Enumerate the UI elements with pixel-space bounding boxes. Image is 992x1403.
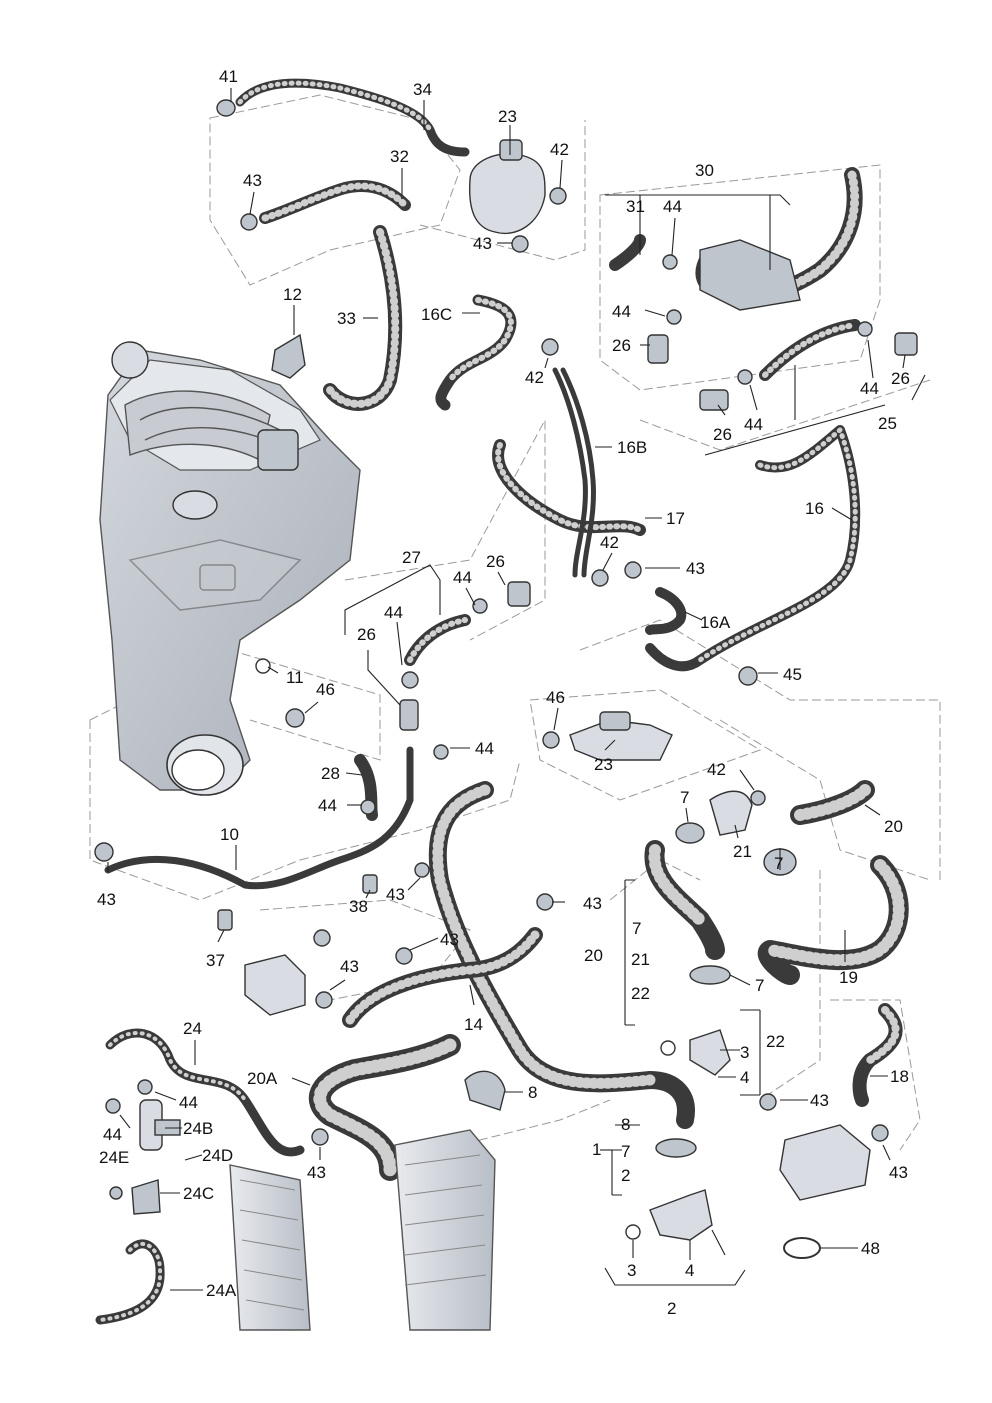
callout-20: 20 [584, 946, 603, 965]
callout-10: 10 [220, 825, 239, 844]
callout-43: 43 [97, 890, 116, 909]
callout-31: 31 [626, 197, 645, 216]
callout-44: 44 [744, 415, 763, 434]
callout-44: 44 [384, 603, 403, 622]
callout-20a: 20A [247, 1069, 278, 1088]
callout-22: 22 [631, 984, 650, 1003]
callout-21: 21 [733, 842, 752, 861]
callout-24c: 24C [183, 1184, 214, 1203]
callout-43: 43 [583, 894, 602, 913]
callout-16c: 16C [421, 305, 452, 324]
callout-44: 44 [663, 197, 682, 216]
callout-17: 17 [666, 509, 685, 528]
callout-44: 44 [103, 1125, 122, 1144]
callout-26: 26 [891, 369, 910, 388]
callout-44: 44 [612, 302, 631, 321]
callout-37: 37 [206, 951, 225, 970]
callout-1: 1 [592, 1140, 601, 1159]
callout-25: 25 [878, 414, 897, 433]
leader-lines [107, 88, 926, 1291]
callout-7: 7 [680, 788, 689, 807]
callout-21: 21 [631, 950, 650, 969]
callout-43: 43 [889, 1163, 908, 1182]
callout-43: 43 [307, 1163, 326, 1182]
callout-44: 44 [318, 796, 337, 815]
callout-38: 38 [349, 897, 368, 916]
callout-43: 43 [386, 885, 405, 904]
callout-16b: 16B [617, 438, 647, 457]
callout-42: 42 [707, 760, 726, 779]
callout-44: 44 [475, 739, 494, 758]
callout-24: 24 [183, 1019, 202, 1038]
callout-12: 12 [283, 285, 302, 304]
engine-block [99, 341, 361, 796]
callout-23: 23 [498, 107, 517, 126]
callout-43: 43 [810, 1091, 829, 1110]
callout-7: 7 [774, 854, 783, 873]
callout-43: 43 [340, 957, 359, 976]
callout-48: 48 [861, 1239, 880, 1258]
callout-3: 3 [627, 1261, 636, 1280]
callout-30: 30 [695, 161, 714, 180]
callout-42: 42 [600, 533, 619, 552]
callout-41: 41 [219, 67, 238, 86]
callout-26: 26 [612, 336, 631, 355]
callout-46: 46 [546, 688, 565, 707]
callout-24e: 24E [99, 1148, 129, 1167]
callout-18: 18 [890, 1067, 909, 1086]
callout-labels: 41 34 23 42 32 43 43 30 31 44 12 33 16C … [97, 67, 910, 1318]
callout-26: 26 [357, 625, 376, 644]
radiators [229, 1129, 496, 1331]
callout-44: 44 [179, 1093, 198, 1112]
callout-8: 8 [621, 1115, 630, 1134]
callout-45: 45 [783, 665, 802, 684]
callout-2: 2 [667, 1299, 676, 1318]
components [94, 99, 918, 1259]
callout-11: 11 [286, 668, 304, 687]
callout-24b: 24B [183, 1119, 213, 1138]
callout-7: 7 [621, 1142, 630, 1161]
callout-43: 43 [440, 930, 459, 949]
callout-33: 33 [337, 309, 356, 328]
callout-4: 4 [685, 1261, 694, 1280]
callout-7: 7 [755, 976, 764, 995]
callout-4: 4 [740, 1068, 749, 1087]
callout-2: 2 [621, 1166, 630, 1185]
callout-14: 14 [464, 1015, 483, 1034]
hoses [95, 78, 909, 1325]
callout-8: 8 [528, 1083, 537, 1102]
callout-19: 19 [839, 968, 858, 987]
callout-22: 22 [766, 1032, 785, 1051]
callout-7: 7 [632, 919, 641, 938]
callout-42: 42 [525, 368, 544, 387]
callout-42: 42 [550, 140, 569, 159]
callout-20: 20 [884, 817, 903, 836]
callout-26: 26 [486, 552, 505, 571]
callout-16a: 16A [700, 613, 731, 632]
callout-23: 23 [594, 755, 613, 774]
callout-26: 26 [713, 425, 732, 444]
callout-24a: 24A [206, 1281, 237, 1300]
callout-43: 43 [686, 559, 705, 578]
callout-16: 16 [805, 499, 824, 518]
callout-34: 34 [413, 80, 432, 99]
callout-44: 44 [860, 379, 879, 398]
callout-46: 46 [316, 680, 335, 699]
callout-43: 43 [243, 171, 262, 190]
callout-28: 28 [321, 764, 340, 783]
callout-44: 44 [453, 568, 472, 587]
callout-3: 3 [740, 1043, 749, 1062]
callout-27: 27 [402, 548, 421, 567]
callout-43: 43 [473, 234, 492, 253]
callout-24d: 24D [202, 1146, 233, 1165]
callout-32: 32 [390, 147, 409, 166]
